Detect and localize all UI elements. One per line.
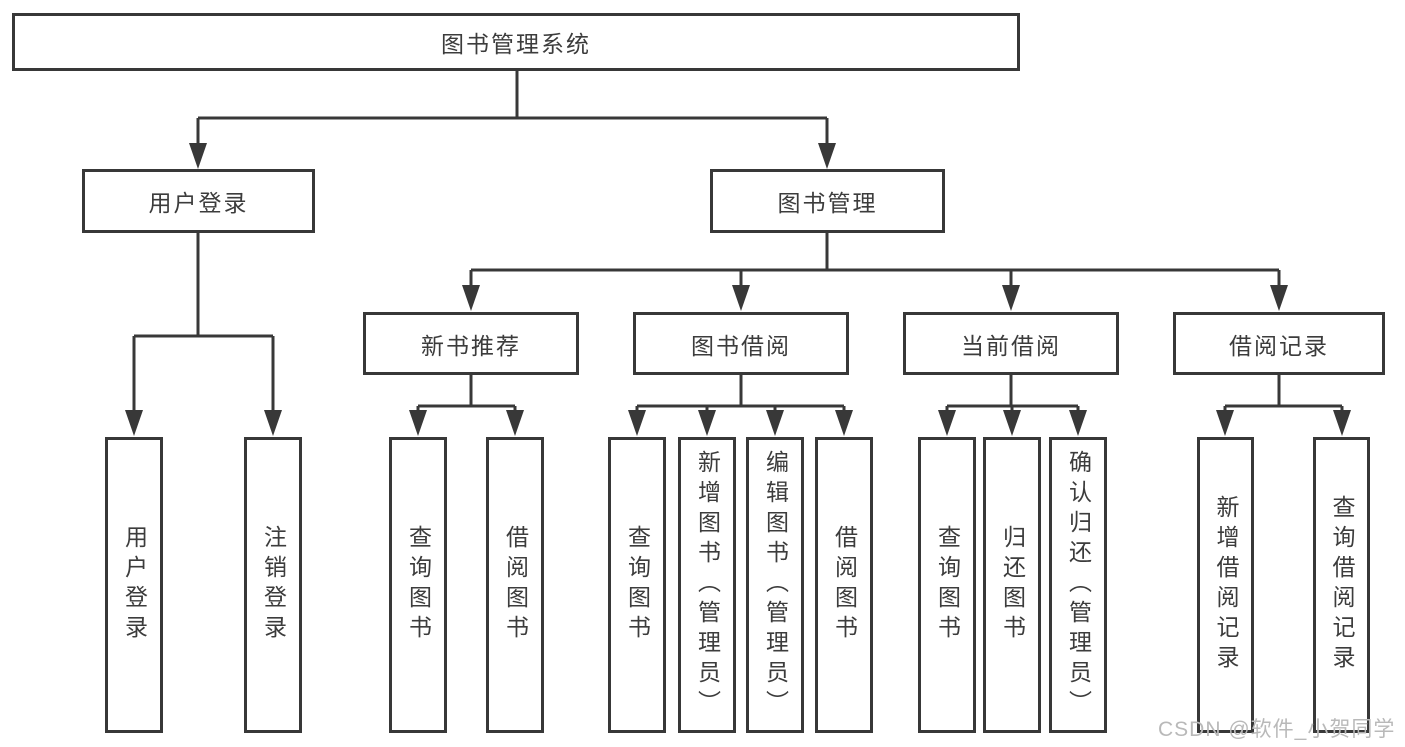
leaf-user-login-label: 用户登录 <box>121 525 148 645</box>
connector-user-login <box>125 233 282 436</box>
connector-borrow-records <box>1216 375 1351 436</box>
node-current-borrow: 当前借阅 <box>903 312 1119 375</box>
leaf-br-add-record-label: 新增借阅记录 <box>1213 495 1239 675</box>
leaf-cb-return-books-label: 归还图书 <box>999 525 1026 645</box>
node-book-borrow: 图书借阅 <box>633 312 849 375</box>
leaf-bb-add-book-admin: 新增图书（管理员） <box>678 437 736 733</box>
leaf-bb-edit-book-admin: 编辑图书（管理员） <box>746 437 804 733</box>
node-new-book-recommend-label: 新书推荐 <box>421 332 521 359</box>
connector-current-borrow <box>938 375 1087 436</box>
connector-root <box>189 71 836 169</box>
leaf-nbr-borrow-books-label: 借阅图书 <box>502 525 529 645</box>
node-borrow-records-label: 借阅记录 <box>1229 332 1329 359</box>
node-book-management-label: 图书管理 <box>777 190 878 216</box>
leaf-cb-query-books-label: 查询图书 <box>934 525 961 645</box>
leaf-cb-return-books: 归还图书 <box>983 437 1041 733</box>
node-book-management: 图书管理 <box>710 169 945 233</box>
leaf-user-login: 用户登录 <box>105 437 163 733</box>
node-user-login-label: 用户登录 <box>148 190 249 216</box>
leaf-bb-query-books-label: 查询图书 <box>624 525 651 645</box>
leaf-bb-borrow-books: 借阅图书 <box>815 437 873 733</box>
leaf-nbr-query-books-label: 查询图书 <box>405 525 432 645</box>
node-current-borrow-label: 当前借阅 <box>961 332 1061 359</box>
leaf-bb-borrow-books-label: 借阅图书 <box>831 525 858 645</box>
leaf-bb-add-book-admin-label: 新增图书（管理员） <box>694 450 721 720</box>
leaf-nbr-borrow-books: 借阅图书 <box>486 437 544 733</box>
leaf-bb-query-books: 查询图书 <box>608 437 666 733</box>
connector-book-borrow <box>628 375 853 436</box>
leaf-cb-query-books: 查询图书 <box>918 437 976 733</box>
leaf-nbr-query-books: 查询图书 <box>389 437 447 733</box>
connector-book-management <box>462 233 1288 311</box>
leaf-cb-confirm-return-admin: 确认归还（管理员） <box>1049 437 1107 733</box>
leaf-logout-label: 注销登录 <box>260 525 287 645</box>
node-borrow-records: 借阅记录 <box>1173 312 1385 375</box>
node-new-book-recommend: 新书推荐 <box>363 312 579 375</box>
leaf-br-add-record: 新增借阅记录 <box>1197 437 1254 733</box>
leaf-br-query-record: 查询借阅记录 <box>1313 437 1370 733</box>
node-root: 图书管理系统 <box>12 13 1020 71</box>
leaf-bb-edit-book-admin-label: 编辑图书（管理员） <box>762 450 789 720</box>
node-root-label: 图书管理系统 <box>441 31 591 57</box>
leaf-cb-confirm-return-admin-label: 确认归还（管理员） <box>1065 450 1092 720</box>
leaf-br-query-record-label: 查询借阅记录 <box>1329 495 1355 675</box>
node-book-borrow-label: 图书借阅 <box>691 332 791 359</box>
watermark: CSDN @软件_小贺同学 <box>1158 718 1396 741</box>
node-user-login: 用户登录 <box>82 169 315 233</box>
connector-new-book-recommend <box>409 375 524 436</box>
leaf-logout: 注销登录 <box>244 437 302 733</box>
